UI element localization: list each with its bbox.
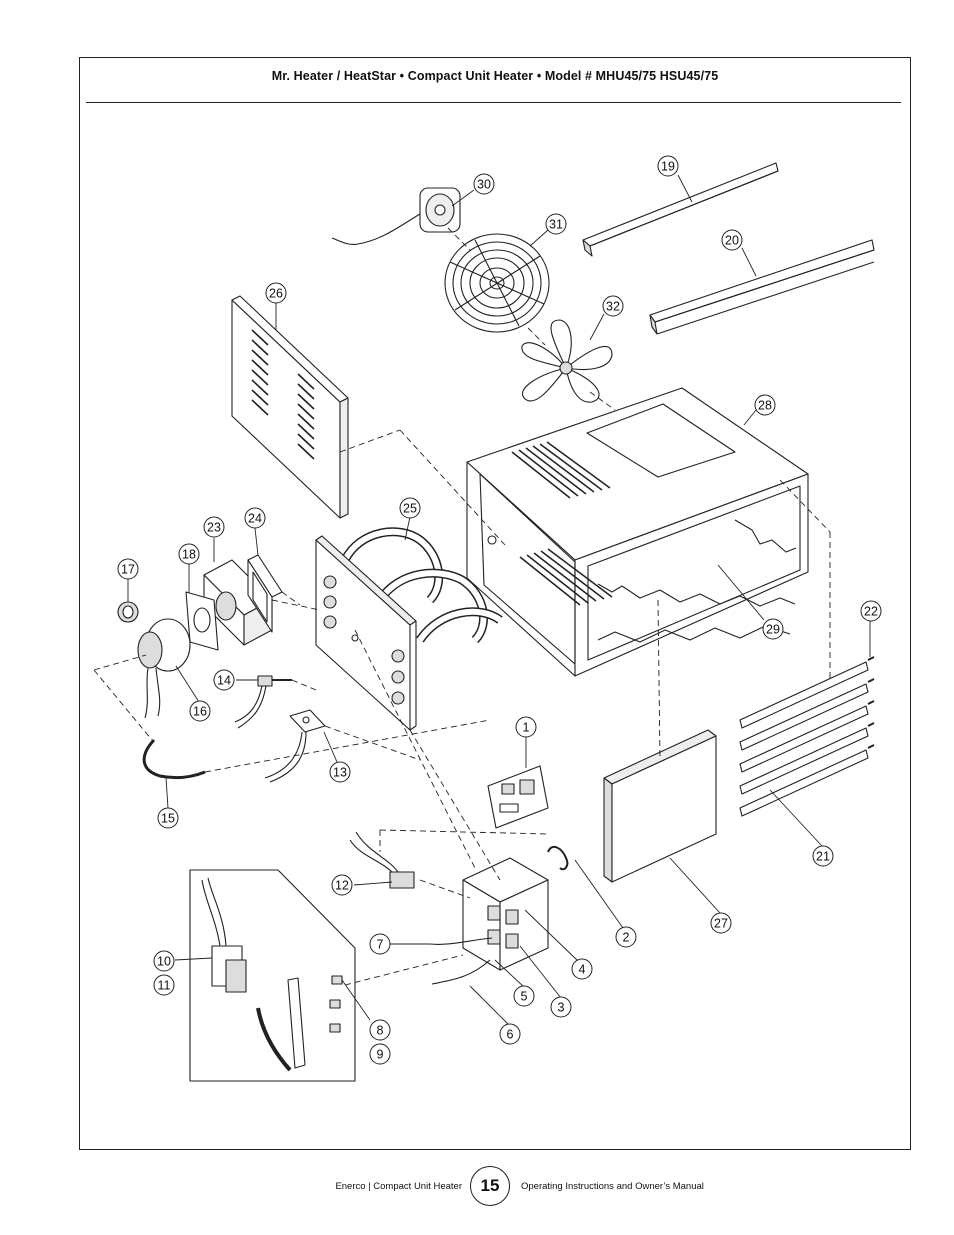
callout-21-text: 21 [816, 850, 830, 864]
callout-31: 31 [545, 213, 567, 235]
callout-31-text: 31 [549, 218, 563, 232]
louvers-21-drawing [739, 661, 869, 817]
sensor-2-drawing [547, 845, 569, 871]
blower-16-drawing [137, 618, 191, 719]
callout-25: 25 [399, 497, 421, 519]
callout-28: 28 [754, 394, 776, 416]
tube-15-drawing [142, 738, 206, 780]
callout-22: 22 [860, 600, 882, 622]
callout-14-text: 14 [217, 674, 231, 688]
callout-32: 32 [602, 295, 624, 317]
callout-18-text: 18 [182, 548, 196, 562]
callout-13: 13 [329, 761, 351, 783]
callout-11-text: 11 [158, 979, 171, 993]
control-box-drawing [429, 857, 549, 985]
callout-8: 8 [369, 1019, 391, 1041]
callout-32-text: 32 [606, 300, 620, 314]
callout-3: 3 [550, 996, 572, 1018]
callout-4: 4 [571, 958, 593, 980]
gasket-18-drawing [185, 591, 219, 651]
callout-18: 18 [178, 543, 200, 565]
callout-21: 21 [812, 845, 834, 867]
callout-4-text: 4 [579, 963, 586, 977]
callout-labels: 1 2 3 4 5 6 7 8 9 10 11 12 13 14 15 16 1… [117, 155, 882, 1065]
control-board-1-drawing [487, 765, 549, 829]
callout-2-text: 2 [623, 931, 630, 945]
callout-28-text: 28 [758, 399, 772, 413]
callout-23-text: 23 [207, 521, 221, 535]
callout-leader-lines [127, 174, 871, 1025]
page-frame [79, 57, 911, 1150]
callout-26-text: 26 [269, 287, 283, 301]
callout-27-text: 27 [714, 917, 728, 931]
page-number: 15 [470, 1166, 510, 1206]
page-title: Mr. Heater / HeatStar • Compact Unit Hea… [271, 69, 719, 83]
callout-27: 27 [710, 912, 732, 934]
heat-exchanger-25-drawing [315, 527, 503, 731]
callout-5-text: 5 [521, 990, 528, 1004]
sensor-13-drawing [264, 709, 326, 783]
callout-16-text: 16 [193, 705, 207, 719]
callout-6-text: 6 [507, 1028, 514, 1042]
callout-19: 19 [657, 155, 679, 177]
header-divider [86, 102, 901, 103]
callout-11: 11 [153, 974, 175, 996]
callout-29-text: 29 [766, 623, 780, 637]
callout-9-text: 9 [377, 1048, 384, 1062]
callout-10: 10 [153, 950, 175, 972]
cabinet-28-drawing [466, 387, 809, 677]
callout-7: 7 [369, 933, 391, 955]
assembly-dashed-lines [93, 227, 831, 986]
footer-left-text: Enerco | Compact Unit Heater [335, 1181, 462, 1192]
cap-17-drawing [117, 601, 139, 623]
louver-pins-22-drawing [867, 656, 875, 749]
fan-guard-31-drawing [444, 233, 550, 333]
callout-17-text: 17 [121, 563, 135, 577]
page-footer: Enerco | Compact Unit Heater Operating I… [0, 1166, 954, 1210]
callout-24: 24 [244, 507, 266, 529]
filter-27-drawing [603, 729, 717, 883]
fan-blade-32-drawing [521, 319, 613, 403]
igniter-14-drawing [234, 675, 292, 729]
callout-8-text: 8 [377, 1024, 384, 1038]
callout-9: 9 [369, 1043, 391, 1065]
callout-15: 15 [157, 807, 179, 829]
callout-16: 16 [189, 700, 211, 722]
callout-22-text: 22 [864, 605, 878, 619]
bracket-20-drawing [649, 239, 875, 335]
callout-17: 17 [117, 558, 139, 580]
callout-7-text: 7 [377, 938, 384, 952]
callout-23: 23 [203, 516, 225, 538]
callout-3-text: 3 [558, 1001, 565, 1015]
motor-30-drawing [331, 187, 461, 245]
callout-5: 5 [513, 985, 535, 1007]
bracket-19-drawing [582, 162, 779, 257]
callout-30-text: 30 [477, 178, 491, 192]
callout-24-text: 24 [248, 512, 262, 526]
callout-15-text: 15 [161, 812, 175, 826]
callout-6: 6 [499, 1023, 521, 1045]
callout-1-text: 1 [523, 721, 530, 735]
callout-26: 26 [265, 282, 287, 304]
callout-2: 2 [615, 926, 637, 948]
callout-10-text: 10 [157, 955, 171, 969]
transformer-12-drawing [349, 831, 415, 889]
grille-panel-26-drawing [231, 295, 349, 519]
callout-1: 1 [515, 716, 537, 738]
footer-right-text: Operating Instructions and Owner’s Manua… [521, 1181, 704, 1192]
gasket-24-drawing [247, 554, 283, 633]
callout-13-text: 13 [333, 766, 347, 780]
gas-valve-inset-drawing [189, 869, 356, 1082]
callout-29: 29 [762, 618, 784, 640]
callout-20: 20 [721, 229, 743, 251]
callout-25-text: 25 [403, 502, 417, 516]
callout-12: 12 [331, 874, 353, 896]
callout-20-text: 20 [725, 234, 739, 248]
callout-19-text: 19 [661, 160, 675, 174]
callout-14: 14 [213, 669, 235, 691]
callout-30: 30 [473, 173, 495, 195]
callout-12-text: 12 [335, 879, 349, 893]
